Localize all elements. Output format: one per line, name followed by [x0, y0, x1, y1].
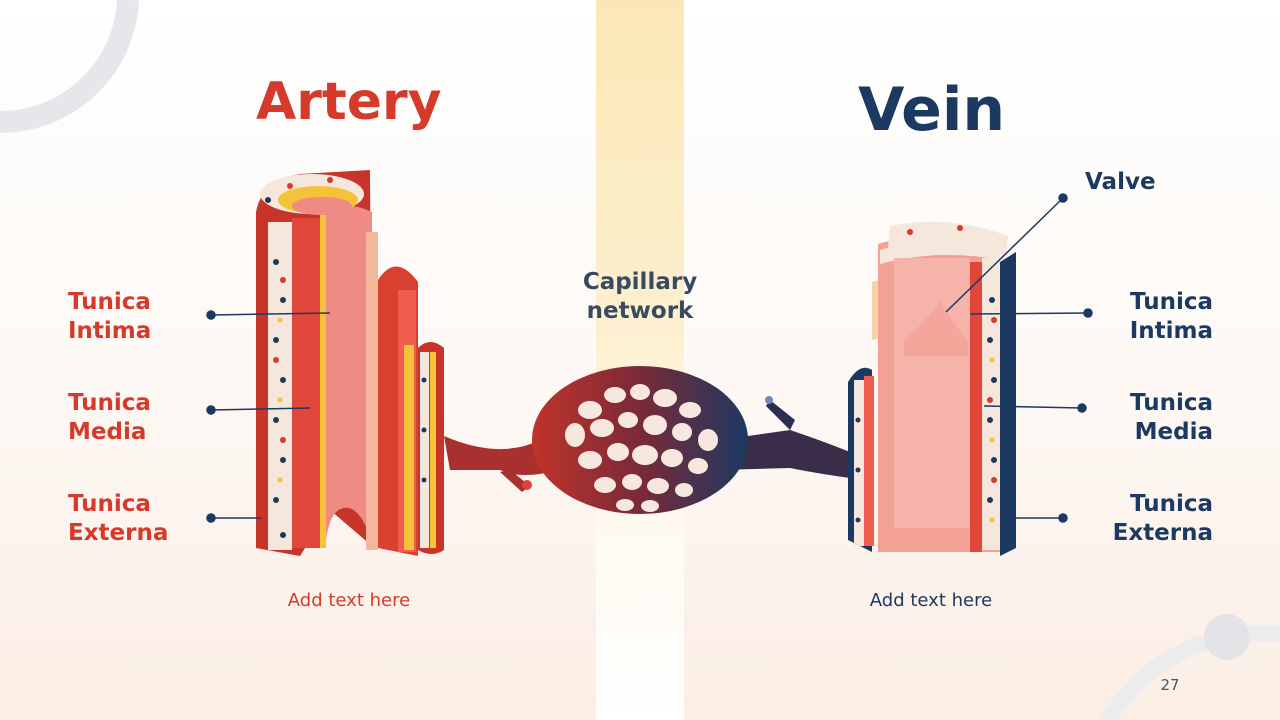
capillary-network-label: Capillary network [582, 269, 698, 324]
artery-label-tunica-externa: Tunica Externa [68, 491, 169, 546]
artery-illustration [256, 170, 444, 556]
artery-label-tunica-intima: Tunica Intima [68, 289, 152, 344]
artery-label-tunica-media: Tunica Media [68, 390, 151, 445]
capillary-network-illustration [444, 366, 850, 514]
vein-label-valve: Valve [1085, 169, 1156, 195]
vein-label-tunica-media: Tunica Media [1130, 390, 1213, 445]
center-highlight-stripe [596, 0, 684, 720]
vein-label-tunica-intima: Tunica Intima [1129, 289, 1213, 344]
vein-caption[interactable]: Add text here [869, 590, 993, 611]
decorative-arc-bottom-right [1101, 614, 1280, 720]
decorative-arc-top-left [0, 0, 139, 134]
page-number: 27 [1160, 676, 1180, 694]
vein-leader-lines [945, 193, 1093, 523]
vein-label-tunica-externa: Tunica Externa [1112, 491, 1213, 546]
artery-leader-lines [206, 310, 331, 523]
artery-title: Artery [256, 72, 442, 132]
vein-illustration [848, 221, 1016, 556]
vein-title: Vein [858, 75, 1006, 145]
artery-caption[interactable]: Add text here [287, 590, 411, 611]
